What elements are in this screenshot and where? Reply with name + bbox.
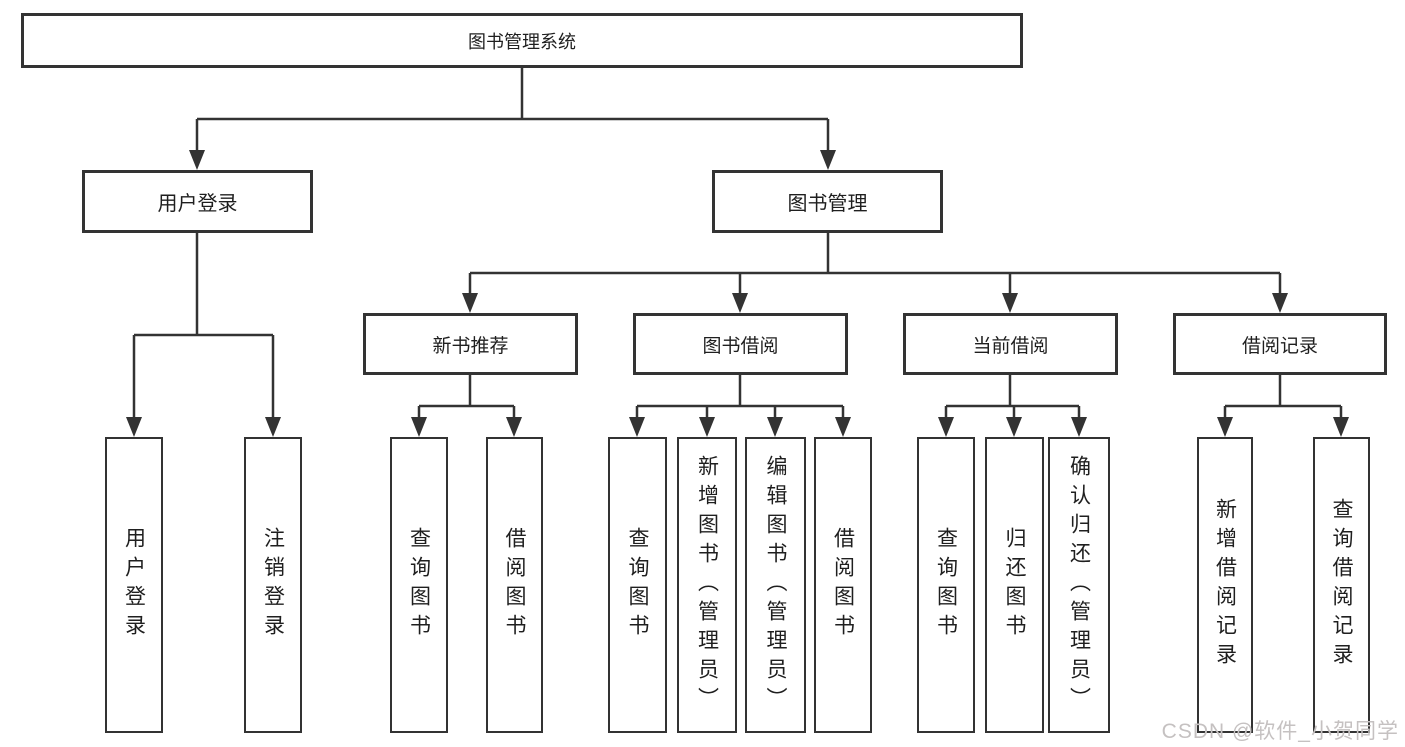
leaf-recommend-borrow-books-label: 借阅图书 xyxy=(503,527,526,643)
leaf-current-query-books-label: 查询图书 xyxy=(934,527,958,643)
leaf-current-return-books-label: 归还图书 xyxy=(1003,527,1026,643)
leaf-current-return-books: 归还图书 xyxy=(985,437,1044,733)
node-library-management-system: 图书管理系统 xyxy=(21,13,1023,68)
leaf-user-login: 用户登录 xyxy=(105,437,163,733)
leaf-borrow-query-books-label: 查询图书 xyxy=(626,527,649,643)
leaf-borrow-edit-book-admin-label: 编辑图书（管理员） xyxy=(764,454,787,716)
leaf-records-add-borrow-record-label: 新增借阅记录 xyxy=(1213,498,1237,672)
leaf-current-query-books: 查询图书 xyxy=(917,437,975,733)
leaf-borrow-query-books: 查询图书 xyxy=(608,437,667,733)
leaf-recommend-query-books: 查询图书 xyxy=(390,437,448,733)
leaf-records-add-borrow-record: 新增借阅记录 xyxy=(1197,437,1253,733)
leaf-records-query-borrow-record: 查询借阅记录 xyxy=(1313,437,1370,733)
leaf-logout-login: 注销登录 xyxy=(244,437,302,733)
node-book-borrowing: 图书借阅 xyxy=(633,313,848,375)
leaf-records-query-borrow-record-label: 查询借阅记录 xyxy=(1330,498,1353,672)
leaf-borrow-edit-book-admin: 编辑图书（管理员） xyxy=(745,437,806,733)
leaf-recommend-borrow-books: 借阅图书 xyxy=(486,437,543,733)
leaf-logout-login-label: 注销登录 xyxy=(261,527,285,643)
node-book-management: 图书管理 xyxy=(712,170,943,233)
node-user-login: 用户登录 xyxy=(82,170,313,233)
leaf-borrow-add-book-admin: 新增图书（管理员） xyxy=(677,437,737,733)
node-current-borrowing: 当前借阅 xyxy=(903,313,1118,375)
leaf-borrow-borrow-books: 借阅图书 xyxy=(814,437,872,733)
leaf-current-confirm-return-admin-label: 确认归还（管理员） xyxy=(1067,454,1091,716)
leaf-borrow-add-book-admin-label: 新增图书（管理员） xyxy=(695,454,719,716)
leaf-current-confirm-return-admin: 确认归还（管理员） xyxy=(1048,437,1110,733)
leaf-user-login-label: 用户登录 xyxy=(122,527,146,643)
node-new-book-recommendation: 新书推荐 xyxy=(363,313,578,375)
node-borrowing-records: 借阅记录 xyxy=(1173,313,1387,375)
csdn-watermark: CSDN @软件_小贺同学 xyxy=(1161,720,1399,743)
leaf-recommend-query-books-label: 查询图书 xyxy=(407,527,431,643)
leaf-borrow-borrow-books-label: 借阅图书 xyxy=(831,527,855,643)
